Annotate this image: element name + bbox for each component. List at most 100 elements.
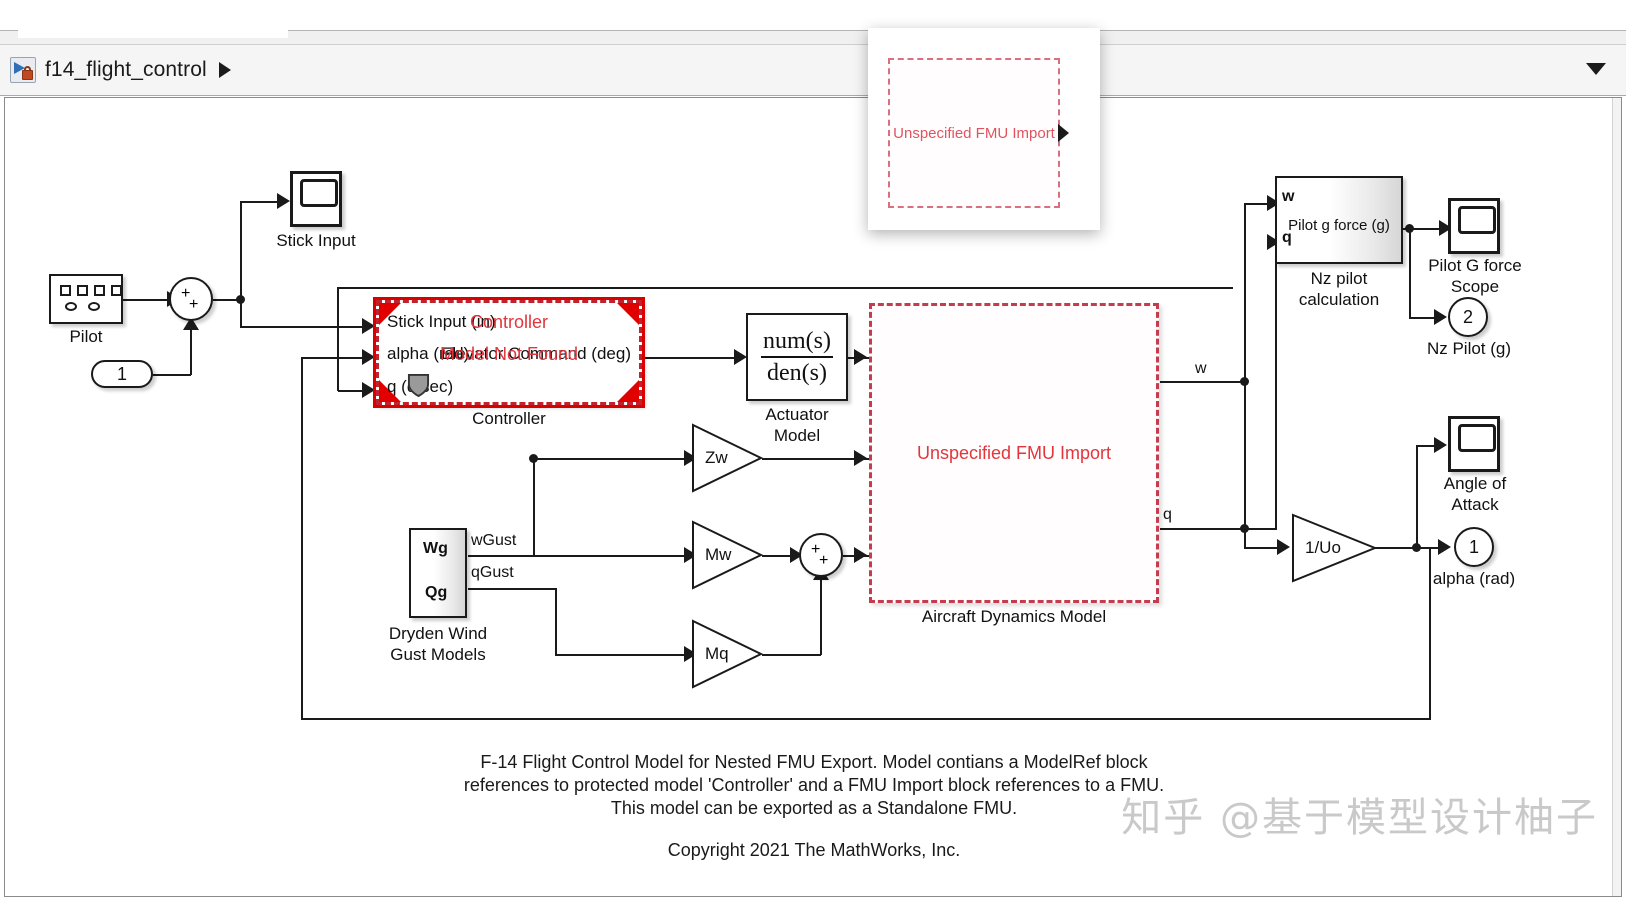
fraction-bar xyxy=(761,356,833,358)
lock-body-icon xyxy=(22,70,33,80)
actuator-transfer-function-block[interactable]: num(s) den(s) xyxy=(746,313,848,401)
dryden-outport-wg-label: Wg xyxy=(423,540,448,557)
wire-w-down-v xyxy=(1244,381,1246,548)
window-tab-strip xyxy=(0,30,1626,44)
controller-inport-2-label: alpha (rad) xyxy=(387,344,470,363)
gain-block-mq[interactable]: Mq xyxy=(691,619,763,689)
sum-sign-top: + xyxy=(811,541,821,558)
window-tab-active[interactable] xyxy=(18,30,288,38)
wire-q-feedback-h xyxy=(337,287,1233,289)
gain-block-zw[interactable]: Zw xyxy=(691,423,763,493)
shield-icon xyxy=(407,374,430,398)
copyright-annotation: Copyright 2021 The MathWorks, Inc. xyxy=(667,840,961,860)
wire-wgust-from-dryden xyxy=(468,555,534,557)
arrow-icon xyxy=(362,382,375,398)
breadcrumb-arrow-icon[interactable] xyxy=(218,62,231,78)
aircraft-dynamics-fmu-block[interactable]: Unspecified FMU Import xyxy=(869,303,1159,603)
signal-label-q: q xyxy=(1163,506,1172,523)
model-description-line-1: F-14 Flight Control Model for Nested FMU… xyxy=(480,752,1148,772)
gain-mw-label: Mw xyxy=(705,545,732,564)
signal-label-w: w xyxy=(1195,360,1207,377)
wire-ctrl-in1-h xyxy=(240,326,368,328)
breadcrumb-bar: f14_flight_control xyxy=(0,44,1626,96)
gain-inv-uo-label: 1/Uo xyxy=(1305,538,1341,557)
inport-1[interactable]: 1 xyxy=(91,360,153,388)
wire-alpha-feedback-h xyxy=(301,718,1431,720)
wire-wgust-v xyxy=(533,458,535,556)
wire-mq-h xyxy=(762,654,821,656)
wire-ctrl-in3-h xyxy=(338,390,368,392)
gain-block-mw[interactable]: Mw xyxy=(691,520,763,590)
error-corner-icon xyxy=(379,303,401,325)
dryden-block-label: Dryden Wind Gust Models xyxy=(388,624,488,664)
stick-input-scope-label: Stick Input xyxy=(276,231,356,250)
angle-of-attack-scope-block[interactable] xyxy=(1448,416,1500,472)
wire-mw-to-sum xyxy=(762,555,799,557)
protected-model-icon xyxy=(10,57,36,83)
fmu-preview-popup[interactable]: Unspecified FMU Import xyxy=(868,28,1100,230)
arrow-icon xyxy=(277,193,290,209)
controller-status-line-1: Controller xyxy=(469,312,549,332)
outport-1-alpha[interactable]: 1 xyxy=(1454,527,1494,567)
wire-mq-v xyxy=(820,578,822,655)
wire-q-right xyxy=(1244,528,1277,530)
outport-2-nz-pilot[interactable]: 2 xyxy=(1448,297,1488,337)
controller-model-ref-block[interactable]: Stick Input (in) alpha (rad) q (d/sec) E… xyxy=(373,297,645,408)
error-corner-icon xyxy=(617,380,639,402)
arrow-icon xyxy=(1434,437,1447,453)
sum-sign-bottom: + xyxy=(189,296,199,313)
stick-input-scope-block[interactable] xyxy=(290,171,342,227)
wire-nz-out xyxy=(1402,228,1445,230)
pilot-block-label: Pilot xyxy=(69,327,103,346)
dryden-wind-gust-block[interactable] xyxy=(409,528,467,618)
fmu-preview-block[interactable]: Unspecified FMU Import xyxy=(888,58,1060,208)
nz-pilot-block-label: Nz pilot calculation xyxy=(1298,269,1380,309)
wire-w-to-invuo xyxy=(1244,547,1284,549)
actuator-block-label: Actuator Model xyxy=(765,405,829,445)
sum-block-gust[interactable]: + + xyxy=(799,533,843,577)
pilot-source-block[interactable] xyxy=(49,274,123,324)
model-canvas[interactable]: Pilot 1 + + Stick Input Stick Input (in)… xyxy=(4,97,1622,897)
nz-pilot-calculation-block[interactable] xyxy=(1275,176,1403,264)
angle-of-attack-scope-label: Angle of Attack xyxy=(1443,474,1507,514)
wire-to-zw xyxy=(533,458,691,460)
wire-ctrl-to-actuator xyxy=(645,357,740,359)
signal-label-wgust: wGust xyxy=(471,532,517,549)
wire-q-up-v xyxy=(1275,242,1277,530)
arrow-icon xyxy=(734,349,747,365)
wire-w-to-nzpilot xyxy=(1244,203,1276,205)
breadcrumb[interactable]: f14_flight_control xyxy=(0,57,231,83)
gain-block-inv-uo[interactable]: 1/Uo xyxy=(1291,513,1377,583)
play-arrow-icon xyxy=(14,62,25,74)
actuator-denominator: den(s) xyxy=(767,360,827,386)
fmu-preview-outport-arrow-icon xyxy=(1058,124,1069,142)
controller-status-line-2: Model Not Found xyxy=(439,344,579,364)
fmu-preview-text: Unspecified FMU Import xyxy=(893,124,1055,142)
chevron-down-icon[interactable] xyxy=(1586,63,1606,75)
sum-sign-bottom: + xyxy=(819,552,829,569)
wire-qgust-v xyxy=(555,588,557,654)
arrow-icon xyxy=(362,318,375,334)
error-corner-icon xyxy=(617,303,639,325)
arrow-icon xyxy=(854,349,867,365)
wire-pilot-to-sum xyxy=(123,299,171,301)
nz-pilot-inport-w-label: w xyxy=(1282,188,1295,205)
sum-block-pilot[interactable]: + + xyxy=(169,277,213,321)
pilot-g-force-scope-block[interactable] xyxy=(1448,198,1500,254)
wire-alpha-feedback-right-v xyxy=(1429,548,1431,720)
wire-ctrl-in1-v xyxy=(240,299,242,327)
wire-q-feedback-v xyxy=(337,288,339,391)
vertical-scrollbar[interactable] xyxy=(1612,98,1621,896)
arrow-icon xyxy=(362,349,375,365)
wire-sum-out xyxy=(213,299,244,301)
controller-inport-1-label: Stick Input (in) xyxy=(387,312,496,331)
nz-pilot-body-text: Pilot g force (g) xyxy=(1288,217,1390,234)
model-description-line-2: references to protected model 'Controlle… xyxy=(463,775,1165,795)
pilot-g-force-scope-label: Pilot G force Scope xyxy=(1428,256,1522,296)
wire-to-mq xyxy=(555,654,691,656)
wire-to-mw xyxy=(533,555,691,557)
signal-label-qgust: qGust xyxy=(471,564,514,581)
wire-nz-down-v xyxy=(1409,228,1411,318)
wire-alpha-feedback-v xyxy=(301,357,303,720)
